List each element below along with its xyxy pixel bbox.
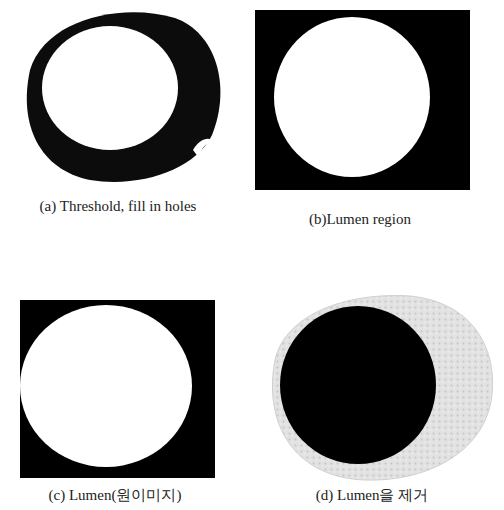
panel-caption: (b)Lumen region — [260, 206, 460, 232]
lumen-removed — [272, 296, 492, 481]
lumen-region — [255, 10, 470, 190]
threshold-ring — [27, 6, 221, 182]
panel-caption: (d) Lumen을 제거 — [272, 482, 472, 508]
panel-caption: (a) Threshold, fill in holes — [36, 193, 201, 219]
panel-caption: (c) Lumen(원이미지) — [10, 482, 220, 508]
lumen-original — [20, 300, 215, 478]
